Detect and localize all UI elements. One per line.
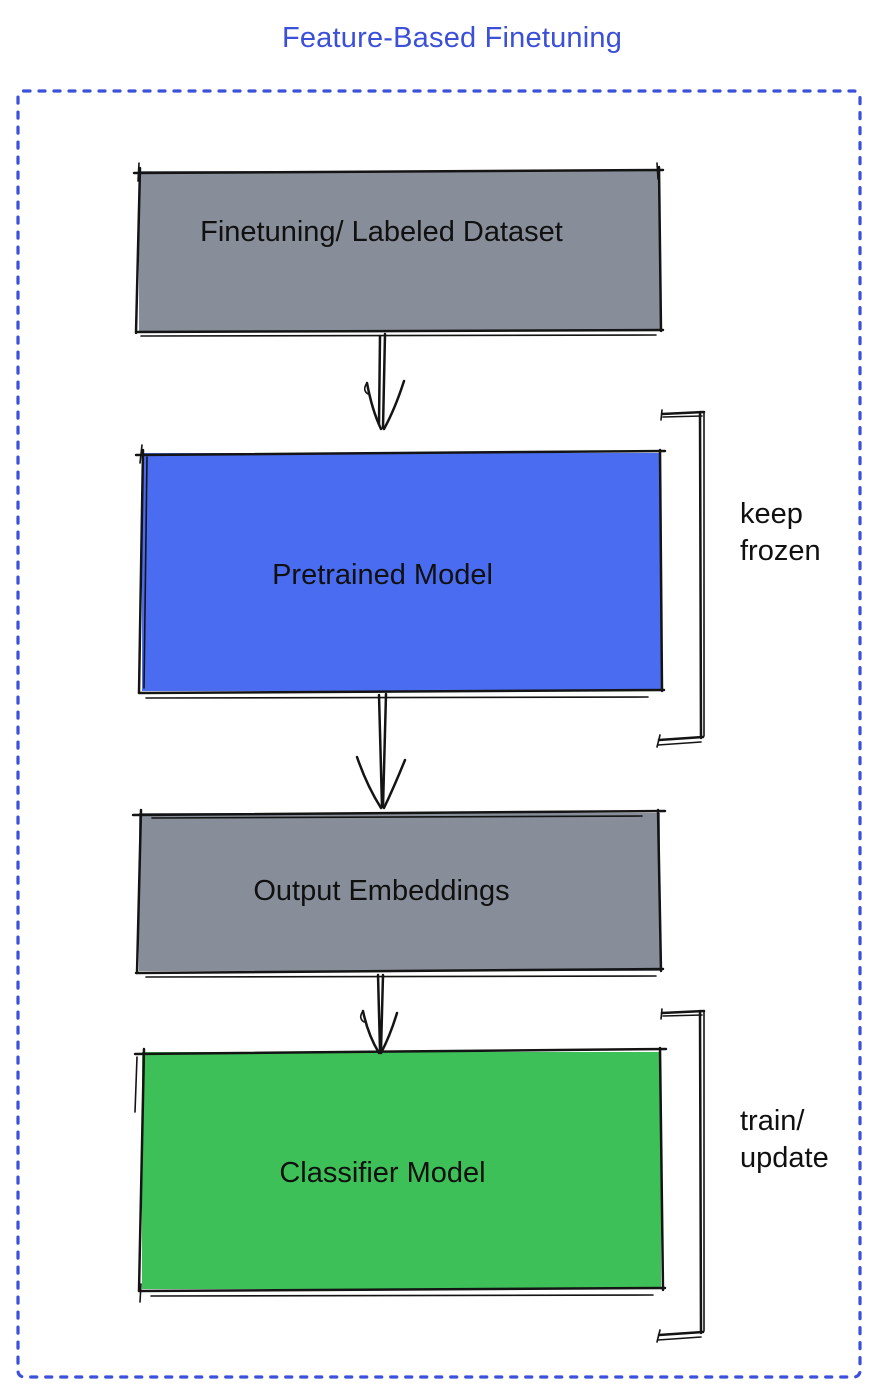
finetuning-dataset-box (139, 171, 660, 331)
finetuning-dataset-box-outline (132, 162, 665, 337)
pretrained-model-box-outline (134, 444, 667, 699)
train-update-bracket (656, 1008, 706, 1343)
output-embeddings-box (139, 813, 660, 971)
classifier-model-box (142, 1052, 661, 1289)
keep-frozen-bracket (656, 409, 706, 748)
pretrained-model-box (142, 453, 661, 691)
keep-frozen-line-1: keep (740, 498, 803, 530)
diagram-border (16, 89, 862, 1379)
classifier-model-box-outline (133, 1046, 668, 1303)
classifier-model-label: Classifier Model (279, 1157, 486, 1189)
output-embeddings-box-outline (131, 808, 667, 978)
arrow-pretrained-to-embeddings (355, 692, 407, 810)
train-update-line-1: train/ (740, 1105, 805, 1137)
finetuning-dataset-label: Finetuning/ Labeled Dataset (200, 216, 563, 248)
arrow-embeddings-to-classifier (359, 973, 399, 1055)
keep-frozen-line-2: frozen (740, 535, 821, 567)
arrow-dataset-to-pretrained (363, 332, 406, 431)
keep-frozen-annotation: keep frozen (740, 496, 821, 570)
train-update-line-2: update (740, 1142, 829, 1174)
diagram-title: Feature-Based Finetuning (281, 22, 623, 54)
train-update-annotation: train/ update (740, 1103, 829, 1177)
output-embeddings-label: Output Embeddings (253, 875, 510, 907)
pretrained-model-label: Pretrained Model (272, 559, 493, 591)
